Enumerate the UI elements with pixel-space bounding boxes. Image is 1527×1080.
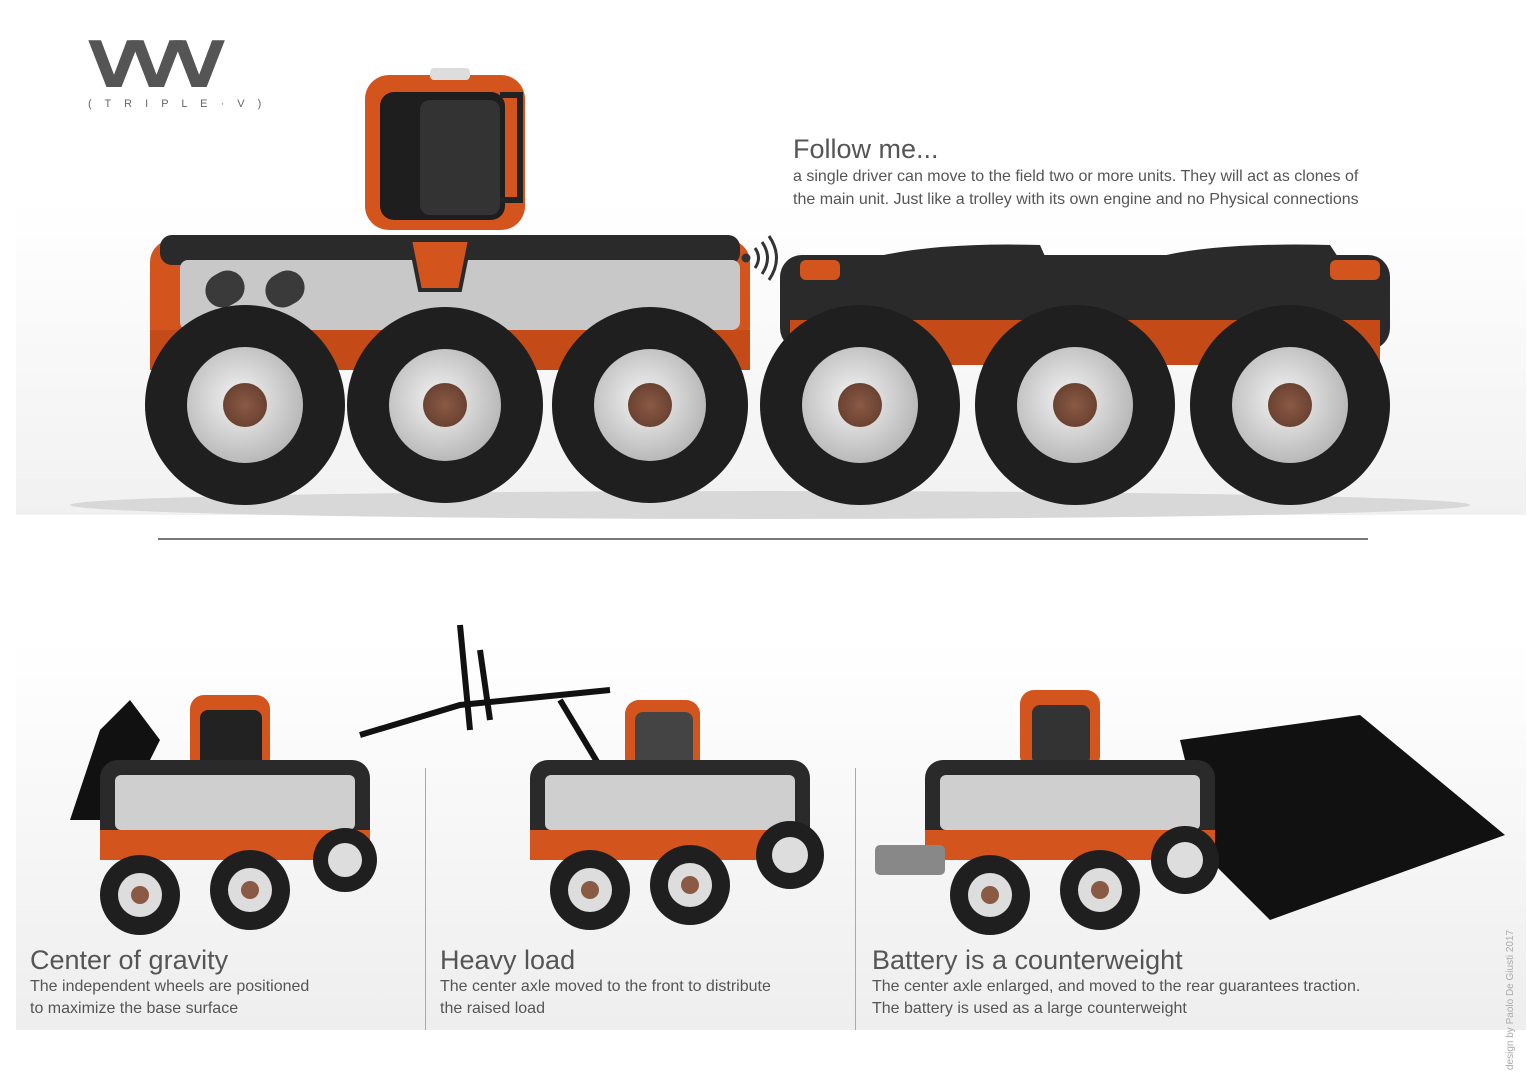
caption-title: Center of gravity	[30, 945, 229, 975]
caption-heavy-load: Heavy load The center axle moved to the …	[440, 945, 771, 1020]
follow-description: a single driver can move to the field tw…	[793, 165, 1423, 211]
cab-shape	[365, 68, 525, 230]
caption-title: Battery is a counterweight	[872, 945, 1183, 975]
caption-line-2: to maximize the base surface	[30, 1000, 239, 1017]
caption-line-1: The center axle moved to the front to di…	[440, 978, 771, 995]
design-credit: design by Paolo De Giusti 2017	[1505, 929, 1516, 1070]
follow-line-2: the main unit. Just like a trolley with …	[793, 191, 1359, 208]
logo-mark: VVV	[88, 29, 225, 103]
caption-line-1: The center axle enlarged, and moved to t…	[872, 978, 1361, 995]
wireless-signal-icon	[741, 235, 778, 281]
caption-battery-counterweight: Battery is a counterweight The center ax…	[872, 945, 1360, 1020]
caption-center-of-gravity: Center of gravity The independent wheels…	[30, 945, 309, 1020]
forklift-body	[530, 700, 824, 930]
follow-title: Follow me...	[793, 134, 939, 164]
caption-line-2: The battery is used as a large counterwe…	[872, 1000, 1187, 1017]
caption-title: Heavy load	[440, 945, 576, 975]
caption-line-1: The independent wheels are positioned	[30, 978, 310, 995]
caption-line-2: the raised load	[440, 1000, 545, 1017]
main-unit-render	[70, 68, 1470, 519]
column-separator-1	[425, 768, 426, 1030]
follow-line-1: a single driver can move to the field tw…	[793, 168, 1359, 185]
section-divider	[158, 538, 1368, 540]
column-separator-2	[855, 768, 856, 1030]
bucket-variant-render	[875, 690, 1505, 935]
crane-variant-render	[70, 695, 377, 935]
wheels	[145, 305, 1390, 505]
